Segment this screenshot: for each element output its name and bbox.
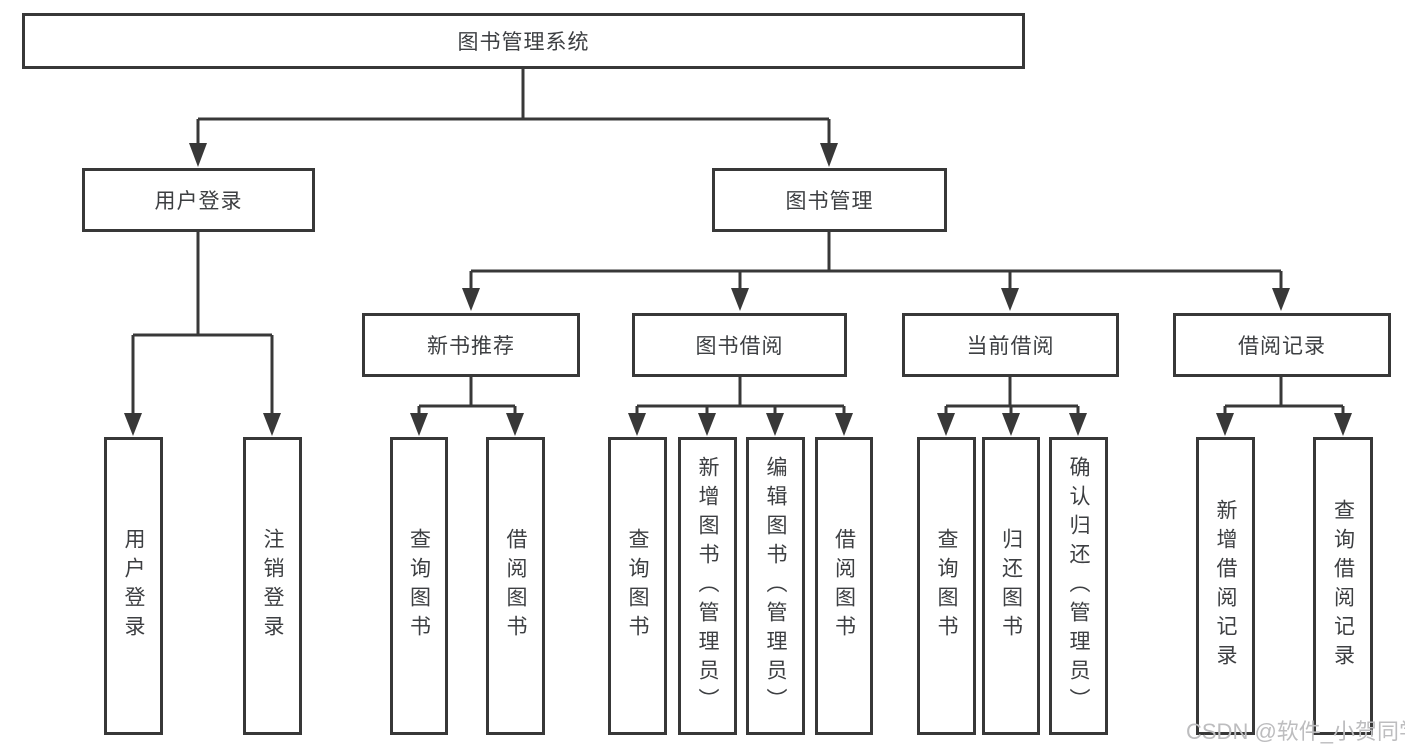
arrowhead-icons bbox=[124, 143, 1352, 436]
node-current-borrowing: 当前借阅 bbox=[902, 313, 1119, 377]
leaf-label: 查询图书 bbox=[626, 528, 649, 644]
node-new-book-recommend: 新书推荐 bbox=[362, 313, 580, 377]
leaf-query-books-newbooks: 查询图书 bbox=[390, 437, 448, 735]
node-label: 图书管理系统 bbox=[457, 31, 590, 54]
node-book-borrowing: 图书借阅 bbox=[632, 313, 847, 377]
leaf-query-books-current: 查询图书 bbox=[917, 437, 976, 735]
leaf-return-books: 归还图书 bbox=[982, 437, 1040, 735]
leaf-label: 归还图书 bbox=[999, 528, 1023, 644]
node-label: 当前借阅 bbox=[966, 335, 1055, 358]
leaf-label: 查询借阅记录 bbox=[1331, 499, 1355, 673]
leaf-label: 注销登录 bbox=[261, 528, 284, 644]
leaf-add-borrow-record: 新增借阅记录 bbox=[1196, 437, 1255, 735]
leaf-borrow-books-newbooks: 借阅图书 bbox=[486, 437, 545, 735]
leaf-logout: 注销登录 bbox=[243, 437, 302, 735]
node-book-management: 图书管理 bbox=[712, 168, 947, 232]
leaf-confirm-return-admin: 确认归还（管理员） bbox=[1049, 437, 1108, 735]
node-label: 图书借阅 bbox=[695, 335, 784, 358]
leaf-edit-book-admin: 编辑图书（管理员） bbox=[746, 437, 805, 735]
leaf-label: 新增借阅记录 bbox=[1214, 499, 1237, 673]
leaf-label: 编辑图书（管理员） bbox=[764, 455, 787, 717]
node-label: 借阅记录 bbox=[1238, 335, 1326, 358]
node-label: 新书推荐 bbox=[427, 335, 515, 358]
leaf-label: 借阅图书 bbox=[504, 528, 527, 644]
leaf-query-borrow-record: 查询借阅记录 bbox=[1313, 437, 1373, 735]
leaf-label: 查询图书 bbox=[407, 528, 431, 644]
leaf-user-login: 用户登录 bbox=[104, 437, 163, 735]
leaf-label: 确认归还（管理员） bbox=[1067, 455, 1090, 717]
leaf-label: 查询图书 bbox=[935, 528, 958, 644]
leaf-borrow-books: 借阅图书 bbox=[815, 437, 873, 735]
csdn-watermark: CSDN @软件_小贺同学 bbox=[1186, 719, 1405, 744]
leaf-label: 借阅图书 bbox=[832, 528, 856, 644]
node-user-login: 用户登录 bbox=[82, 168, 315, 232]
leaf-add-book-admin: 新增图书（管理员） bbox=[678, 437, 737, 735]
leaf-label: 新增图书（管理员） bbox=[696, 455, 719, 717]
leaf-label: 用户登录 bbox=[122, 528, 145, 644]
node-borrowing-records: 借阅记录 bbox=[1173, 313, 1391, 377]
node-label: 用户登录 bbox=[154, 190, 243, 213]
node-library-system: 图书管理系统 bbox=[22, 13, 1025, 69]
node-label: 图书管理 bbox=[785, 190, 874, 213]
leaf-query-books-borrowing: 查询图书 bbox=[608, 437, 667, 735]
